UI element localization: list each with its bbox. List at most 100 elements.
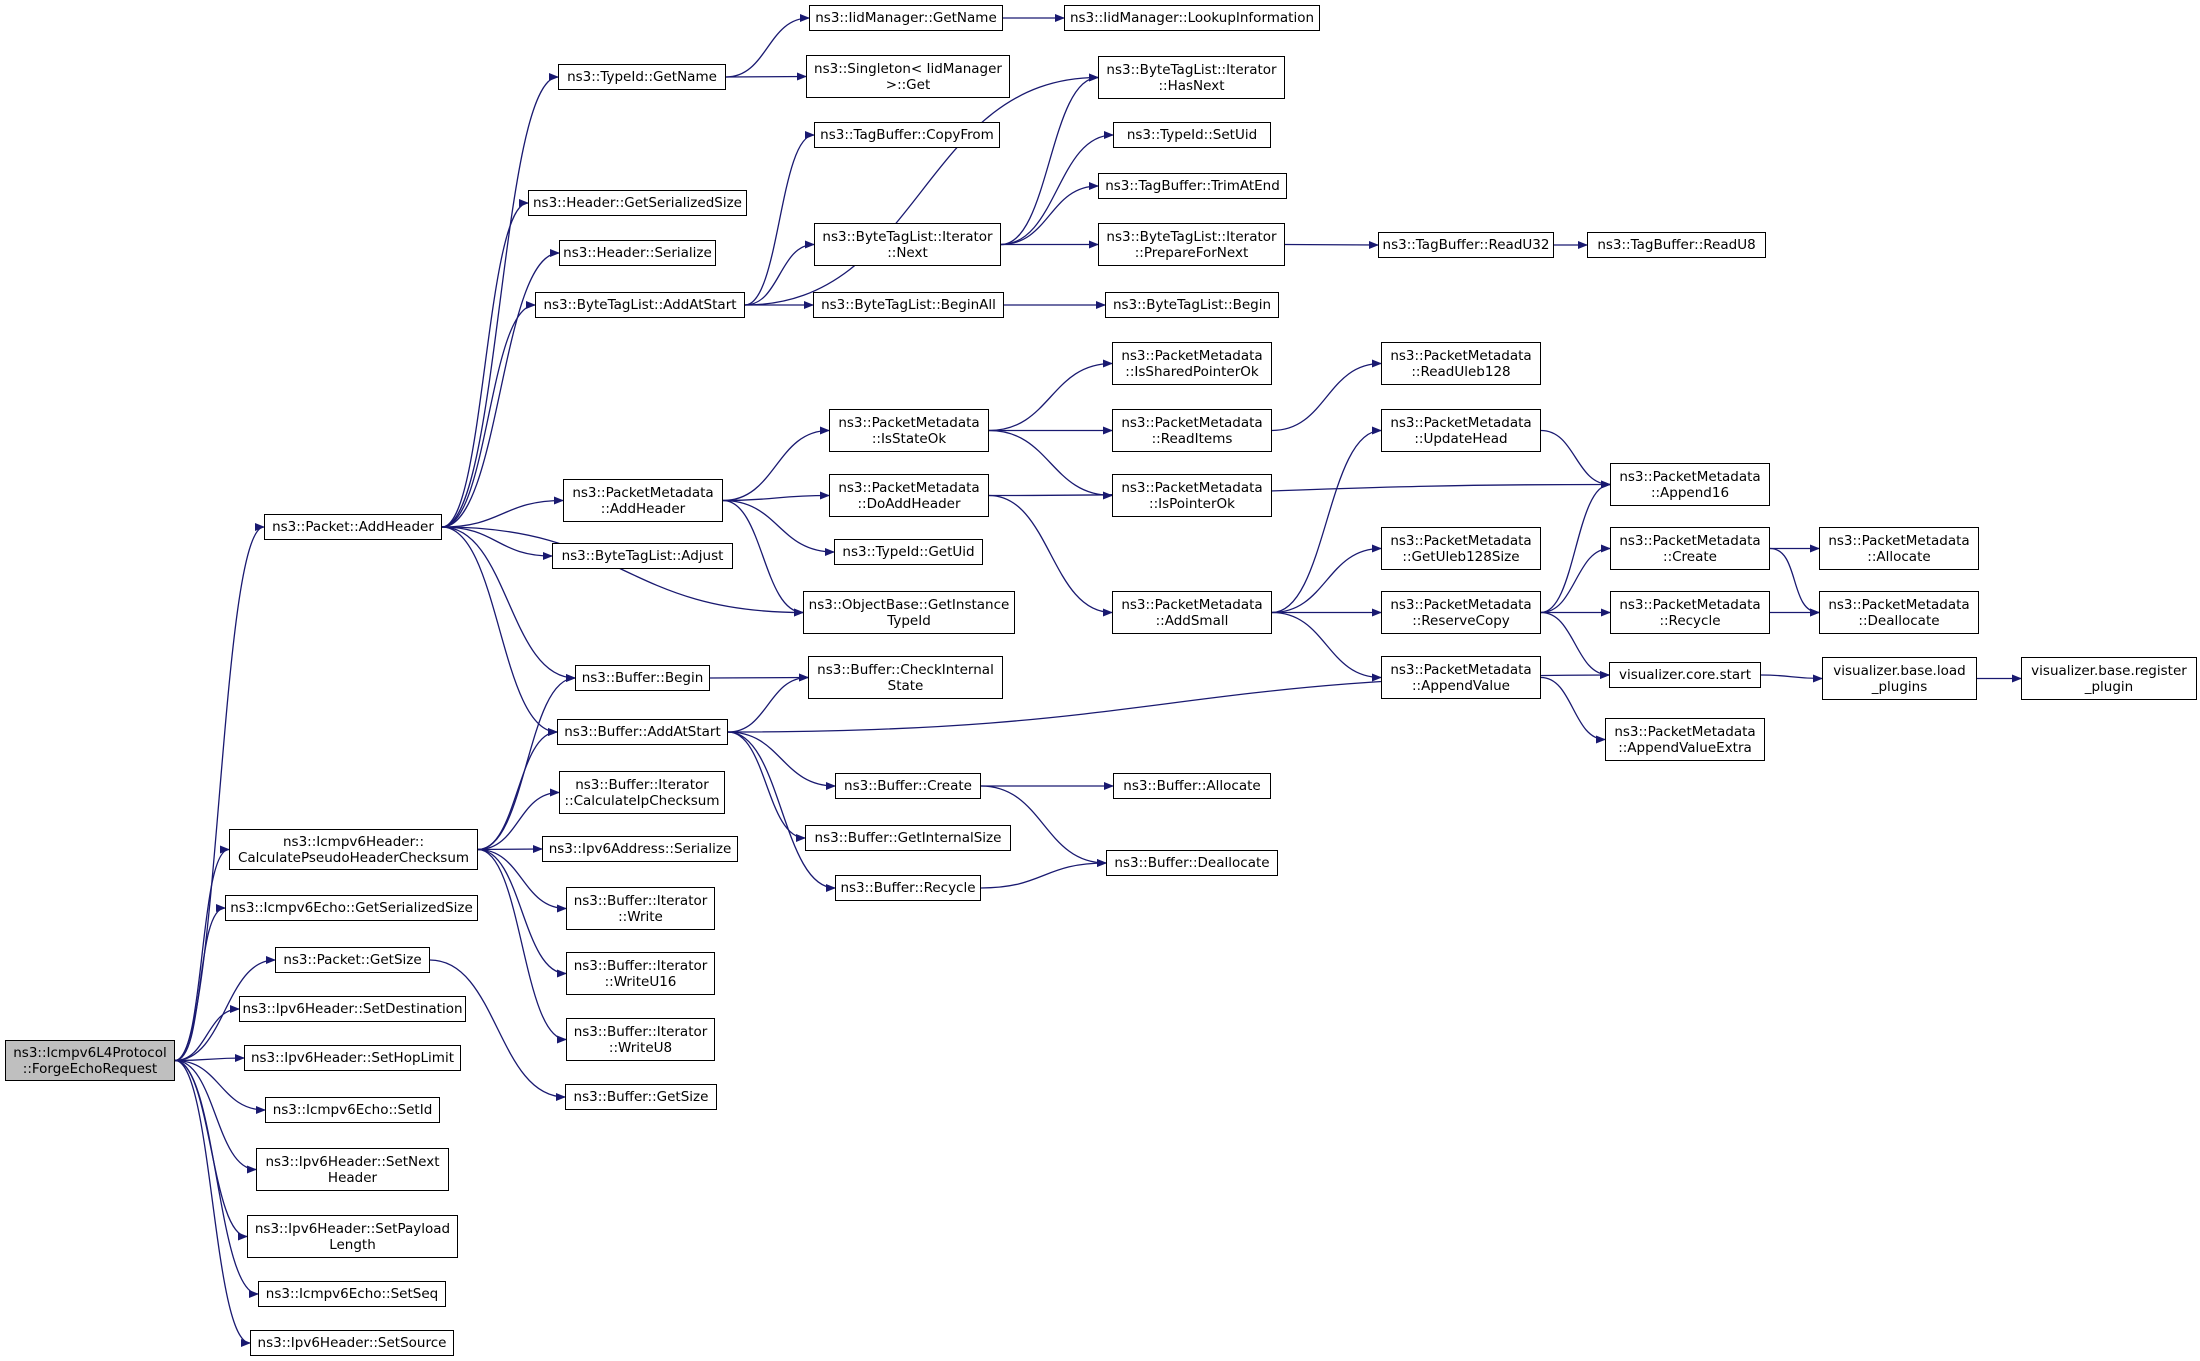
node-ipv6header-setsource[interactable]: ns3::Ipv6Header::SetSource [250,1330,454,1356]
node-buffer-recycle[interactable]: ns3::Buffer::Recycle [835,875,981,901]
node-pm-getuleb128size[interactable]: ns3::PacketMetadata::GetUleb128Size [1381,527,1541,570]
node-btl-iter-hasnext[interactable]: ns3::ByteTagList::Iterator::HasNext [1098,56,1285,99]
node-tagbuffer-copyfrom[interactable]: ns3::TagBuffer::CopyFrom [814,122,1000,148]
node-buffer-deallocate[interactable]: ns3::Buffer::Deallocate [1106,850,1278,876]
node-packet-addheader[interactable]: ns3::Packet::AddHeader [264,514,442,540]
node-label: ns3::Ipv6Header::SetSource [257,1335,447,1351]
node-visualizer-base-load-plugins[interactable]: visualizer.base.load_plugins [1822,657,1977,700]
node-label: ns3::PacketMetadata [1390,532,1532,549]
node-label: ::WriteU8 [608,1039,673,1056]
node-buffer-getinternalsize[interactable]: ns3::Buffer::GetInternalSize [805,825,1011,851]
node-buffer-iter-write[interactable]: ns3::Buffer::Iterator::Write [566,887,715,930]
node-btl-iter-preparefornext[interactable]: ns3::ByteTagList::Iterator::PrepareForNe… [1098,223,1285,266]
node-label: ns3::TagBuffer::CopyFrom [820,127,994,143]
node-pm-reservecopy[interactable]: ns3::PacketMetadata::ReserveCopy [1381,591,1541,634]
edge-buffer-create-to-buffer-deallocate [980,785,1107,867]
node-label: ::ReserveCopy [1412,612,1510,629]
node-pm-recycle[interactable]: ns3::PacketMetadata::Recycle [1610,591,1770,634]
node-buffer-iter-writeu8[interactable]: ns3::Buffer::Iterator::WriteU8 [566,1018,715,1061]
node-label: ::Recycle [1659,612,1721,629]
node-label: ns3::PacketMetadata [1390,596,1532,613]
node-ipv6header-setdestination[interactable]: ns3::Ipv6Header::SetDestination [239,996,466,1022]
node-typeid-setuid[interactable]: ns3::TypeId::SetUid [1113,122,1271,148]
node-buffer-allocate[interactable]: ns3::Buffer::Allocate [1113,773,1271,799]
node-icmpv6echo-getserializedsize[interactable]: ns3::Icmpv6Echo::GetSerializedSize [225,895,478,921]
node-pm-appendvalue[interactable]: ns3::PacketMetadata::AppendValue [1381,656,1541,699]
node-pm-append16[interactable]: ns3::PacketMetadata::Append16 [1610,463,1770,506]
node-buffer-iter-writeu16[interactable]: ns3::Buffer::Iterator::WriteU16 [566,952,715,995]
node-pm-addheader[interactable]: ns3::PacketMetadata::AddHeader [563,479,723,522]
node-label: ns3::PacketMetadata [1390,414,1532,431]
node-label: ns3::Buffer::Iterator [573,957,708,974]
node-packet-getsize[interactable]: ns3::Packet::GetSize [275,947,430,973]
node-label: ns3::IidManager::LookupInformation [1069,10,1315,26]
edge-pm-addheader-to-typeid-getuid [722,499,835,556]
edge-buffer-addatstart-to-buffer-create [727,731,836,790]
node-label: ::AddHeader [600,500,686,517]
node-visualizer-core-start[interactable]: visualizer.core.start [1609,662,1761,688]
node-buffer-getsize[interactable]: ns3::Buffer::GetSize [565,1084,717,1110]
node-iidmanager-lookup[interactable]: ns3::IidManager::LookupInformation [1064,5,1320,31]
node-root[interactable]: ns3::Icmpv6L4Protocol::ForgeEchoRequest [5,1040,175,1081]
node-btl-iter-next[interactable]: ns3::ByteTagList::Iterator::Next [814,223,1001,266]
node-tagbuffer-readu8[interactable]: ns3::TagBuffer::ReadU8 [1587,232,1766,258]
edge-root-to-packet-getsize [174,956,276,1062]
node-buffer-begin[interactable]: ns3::Buffer::Begin [575,665,710,691]
node-header-serialize[interactable]: ns3::Header::Serialize [559,240,716,266]
node-header-getserializedsize[interactable]: ns3::Header::GetSerializedSize [528,190,747,216]
node-label: ::GetUleb128Size [1402,548,1520,565]
node-bytetaglist-adjust[interactable]: ns3::ByteTagList::Adjust [552,543,733,569]
node-buffer-create[interactable]: ns3::Buffer::Create [835,773,981,799]
edge-pm-appendvalue-to-pm-appendvalueextra [1540,676,1606,744]
node-icmpv6echo-setid[interactable]: ns3::Icmpv6Echo::SetId [265,1097,440,1123]
edge-packet-addheader-to-objectbase-getinstancetypeid [441,526,804,617]
node-typeid-getuid[interactable]: ns3::TypeId::GetUid [834,539,983,565]
node-label: ns3::IidManager::GetName [815,10,997,26]
edge-pm-create-to-pm-deallocate [1769,547,1820,617]
node-pm-appendvalueextra[interactable]: ns3::PacketMetadata::AppendValueExtra [1605,718,1765,761]
node-bytetaglist-begin[interactable]: ns3::ByteTagList::Begin [1105,292,1279,318]
node-pm-issharedpointerok[interactable]: ns3::PacketMetadata::IsSharedPointerOk [1112,342,1272,385]
node-pm-updatehead[interactable]: ns3::PacketMetadata::UpdateHead [1381,409,1541,452]
node-pm-doaddheader[interactable]: ns3::PacketMetadata::DoAddHeader [829,474,989,517]
node-pm-readuleb128[interactable]: ns3::PacketMetadata::ReadUleb128 [1381,342,1541,385]
node-pm-isstateok[interactable]: ns3::PacketMetadata::IsStateOk [829,409,989,452]
node-label: ::Allocate [1867,548,1931,565]
edge-btl-iter-next-to-tagbuffer-trimatend [1000,182,1099,246]
node-label: ns3::Icmpv6L4Protocol [13,1044,167,1061]
node-label: ns3::PacketMetadata [838,414,980,431]
node-singleton-get[interactable]: ns3::Singleton< IidManager>::Get [806,55,1010,98]
node-ipv6address-serialize[interactable]: ns3::Ipv6Address::Serialize [542,836,738,862]
node-bytetaglist-addatstart[interactable]: ns3::ByteTagList::AddAtStart [535,292,745,318]
edge-packet-addheader-to-buffer-begin [441,526,576,682]
node-pm-allocate[interactable]: ns3::PacketMetadata::Allocate [1819,527,1979,570]
node-pm-deallocate[interactable]: ns3::PacketMetadata::Deallocate [1819,591,1979,634]
node-tagbuffer-readu32[interactable]: ns3::TagBuffer::ReadU32 [1378,232,1554,258]
node-label: ns3::TypeId::GetUid [842,544,975,560]
node-buffer-iter-calculateipchecksum[interactable]: ns3::Buffer::Iterator::CalculateIpChecks… [559,771,725,814]
node-label: ::PrepareForNext [1134,244,1249,261]
node-icmpv6echo-setseq[interactable]: ns3::Icmpv6Echo::SetSeq [258,1281,446,1307]
node-pm-readitems[interactable]: ns3::PacketMetadata::ReadItems [1112,409,1272,452]
edge-pm-readitems-to-pm-readuleb128 [1271,359,1382,432]
node-ipv6header-sethoplimit[interactable]: ns3::Ipv6Header::SetHopLimit [244,1045,461,1071]
node-pm-ispointerok[interactable]: ns3::PacketMetadata::IsPointerOk [1112,474,1272,517]
node-label: ::IsPointerOk [1149,495,1235,512]
node-bytetaglist-beginall[interactable]: ns3::ByteTagList::BeginAll [813,292,1004,318]
node-visualizer-base-register-plugin[interactable]: visualizer.base.register_plugin [2021,657,2197,700]
node-label: ns3::PacketMetadata [1619,532,1761,549]
edge-pm-reservecopy-to-pm-create [1540,544,1611,614]
node-tagbuffer-trimatend[interactable]: ns3::TagBuffer::TrimAtEnd [1098,173,1287,199]
node-label: ::UpdateHead [1414,430,1508,447]
node-typeid-getname[interactable]: ns3::TypeId::GetName [558,64,726,90]
node-buffer-addatstart[interactable]: ns3::Buffer::AddAtStart [557,719,728,745]
node-icmpv6header-calcpseudo[interactable]: ns3::Icmpv6Header::CalculatePseudoHeader… [229,829,478,870]
node-pm-addsmall[interactable]: ns3::PacketMetadata::AddSmall [1112,591,1272,634]
node-pm-create[interactable]: ns3::PacketMetadata::Create [1610,527,1770,570]
node-iidmanager-getname[interactable]: ns3::IidManager::GetName [809,5,1003,31]
node-label: ns3::ByteTagList::BeginAll [821,297,996,313]
